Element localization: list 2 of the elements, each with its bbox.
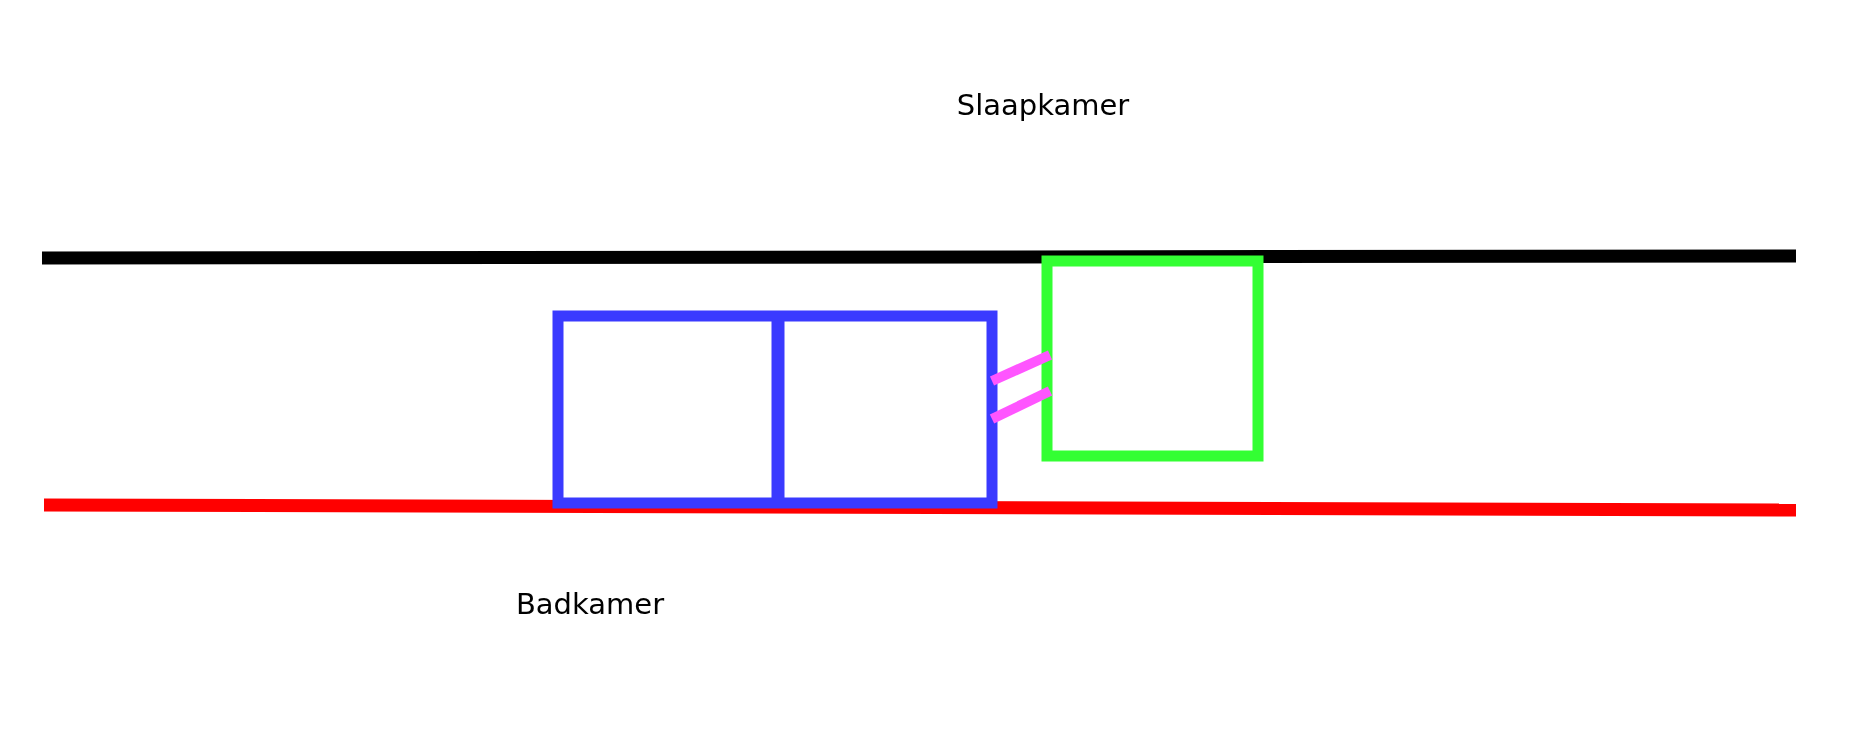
room-label: Badkamer [515,587,665,621]
room-label: Slaapkamer [956,88,1130,122]
